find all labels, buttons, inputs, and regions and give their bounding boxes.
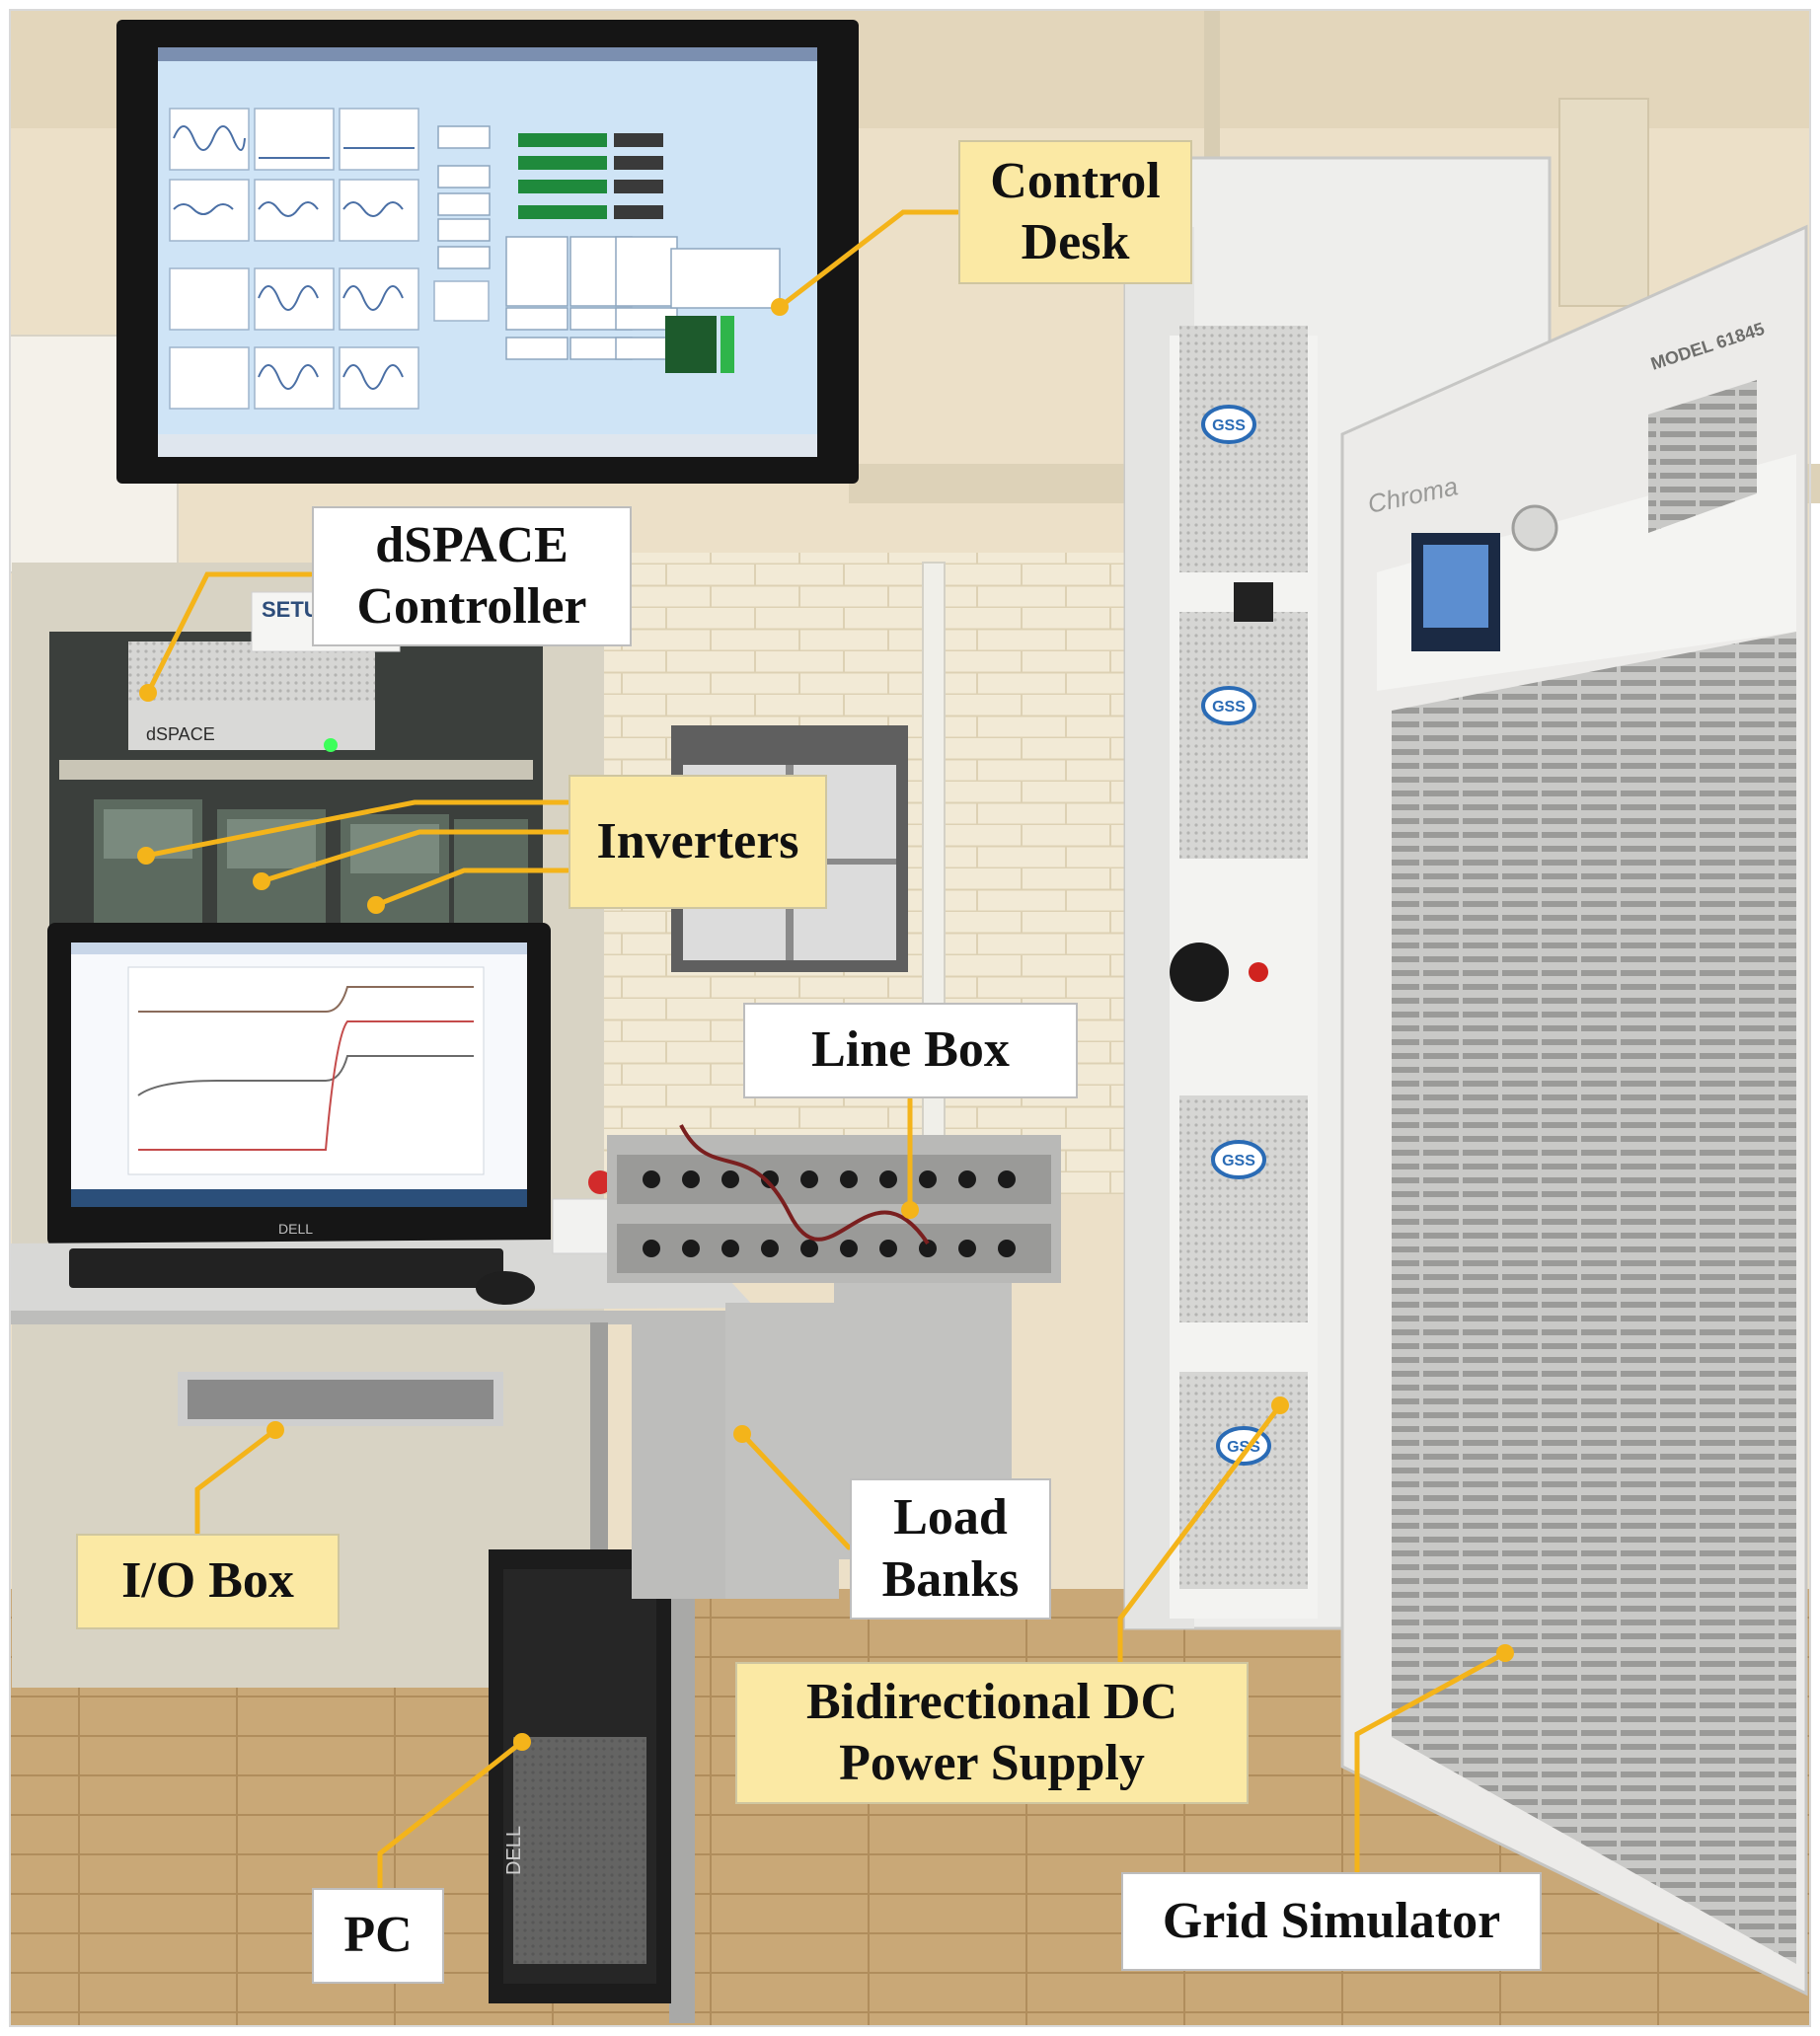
label-dspace-controller: dSPACE Controller <box>312 506 632 646</box>
label-dspace-controller-line1: dSPACE <box>375 516 569 573</box>
label-io-box-line1: I/O Box <box>121 1552 294 1610</box>
grid-simulator-cabinet: Chroma MODEL 61845 <box>1340 224 1808 1997</box>
conduit <box>922 562 946 1195</box>
leader-dots <box>137 298 1514 1751</box>
label-inverters-line1: Inverters <box>596 812 799 869</box>
leader-inverter-1 <box>143 799 570 859</box>
setup-sign-text: SETU <box>262 597 320 622</box>
label-dspace-controller-line2: Controller <box>356 578 587 635</box>
leader-lines <box>143 209 1508 1890</box>
gss-badge-3: GSS <box>1222 1153 1255 1169</box>
label-pc: PC <box>312 1888 444 1984</box>
label-control-desk-line2: Desk <box>1021 214 1130 270</box>
leader-control-desk <box>777 209 960 310</box>
leader-inverter-2 <box>259 829 570 884</box>
label-bidirectional-dc-line1: Bidirectional DC <box>805 1673 1178 1730</box>
pc-tower: DELL <box>489 1549 671 2003</box>
label-bidirectional-dc-power-supply: Bidirectional DC Power Supply <box>735 1662 1249 1804</box>
pc-monitor: DELL <box>47 923 551 1268</box>
leader-pc <box>377 1739 525 1890</box>
label-line-box-line1: Line Box <box>811 1021 1010 1079</box>
gss-badge-2: GSS <box>1212 699 1246 716</box>
label-io-box: I/O Box <box>76 1534 340 1629</box>
leader-grid-simulator <box>1354 1650 1508 1874</box>
control-desk-monitor <box>116 20 859 484</box>
label-pc-line1: PC <box>343 1907 413 1964</box>
leader-io-box <box>194 1427 278 1536</box>
label-line-box: Line Box <box>743 1003 1078 1098</box>
label-load-banks-line1: Load <box>893 1489 1008 1546</box>
leader-load-banks <box>739 1431 852 1550</box>
label-bidirectional-dc-line2: Power Supply <box>839 1735 1145 1791</box>
label-control-desk-line1: Control <box>990 152 1161 209</box>
label-load-banks: Load Banks <box>850 1478 1051 1620</box>
label-grid-simulator-line1: Grid Simulator <box>1162 1892 1501 1949</box>
dell-pc-logo: DELL <box>503 1826 525 1875</box>
leader-dspace <box>145 571 314 696</box>
label-inverters: Inverters <box>569 775 827 909</box>
label-control-desk: Control Desk <box>958 140 1192 284</box>
dell-monitor-logo: DELL <box>278 1221 313 1237</box>
desk <box>10 1170 755 2023</box>
dspace-brand-text: dSPACE <box>146 724 215 744</box>
line-box-and-load-banks <box>607 1124 1061 1599</box>
leader-dc-supply <box>1117 1402 1283 1664</box>
gss-badge-1: GSS <box>1212 417 1246 434</box>
label-grid-simulator: Grid Simulator <box>1121 1872 1542 1971</box>
leader-inverter-3 <box>373 867 570 908</box>
label-load-banks-line2: Banks <box>881 1550 1020 1608</box>
